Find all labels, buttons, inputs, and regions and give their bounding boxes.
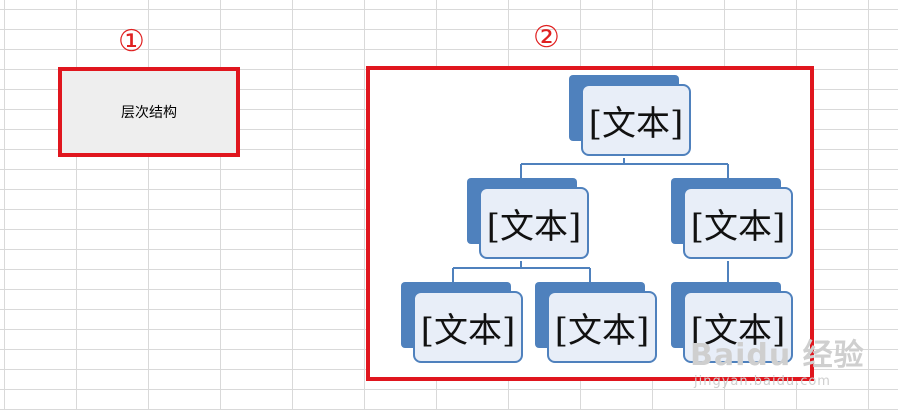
layout-option-frame: 层次结构: [58, 67, 240, 157]
node-text-level3-2[interactable]: [文本]: [547, 291, 657, 363]
node-text-root[interactable]: [文本]: [581, 84, 691, 156]
node-text-level3-1[interactable]: [文本]: [413, 291, 523, 363]
step-one-marker: ①: [118, 24, 145, 59]
hierarchy-layout-button[interactable]: 层次结构: [121, 105, 177, 121]
node-text-level2-right[interactable]: [文本]: [683, 187, 793, 259]
node-text-level3-3[interactable]: [文本]: [683, 291, 793, 363]
step-two-marker: ②: [533, 20, 560, 55]
node-text-level2-left[interactable]: [文本]: [479, 187, 589, 259]
